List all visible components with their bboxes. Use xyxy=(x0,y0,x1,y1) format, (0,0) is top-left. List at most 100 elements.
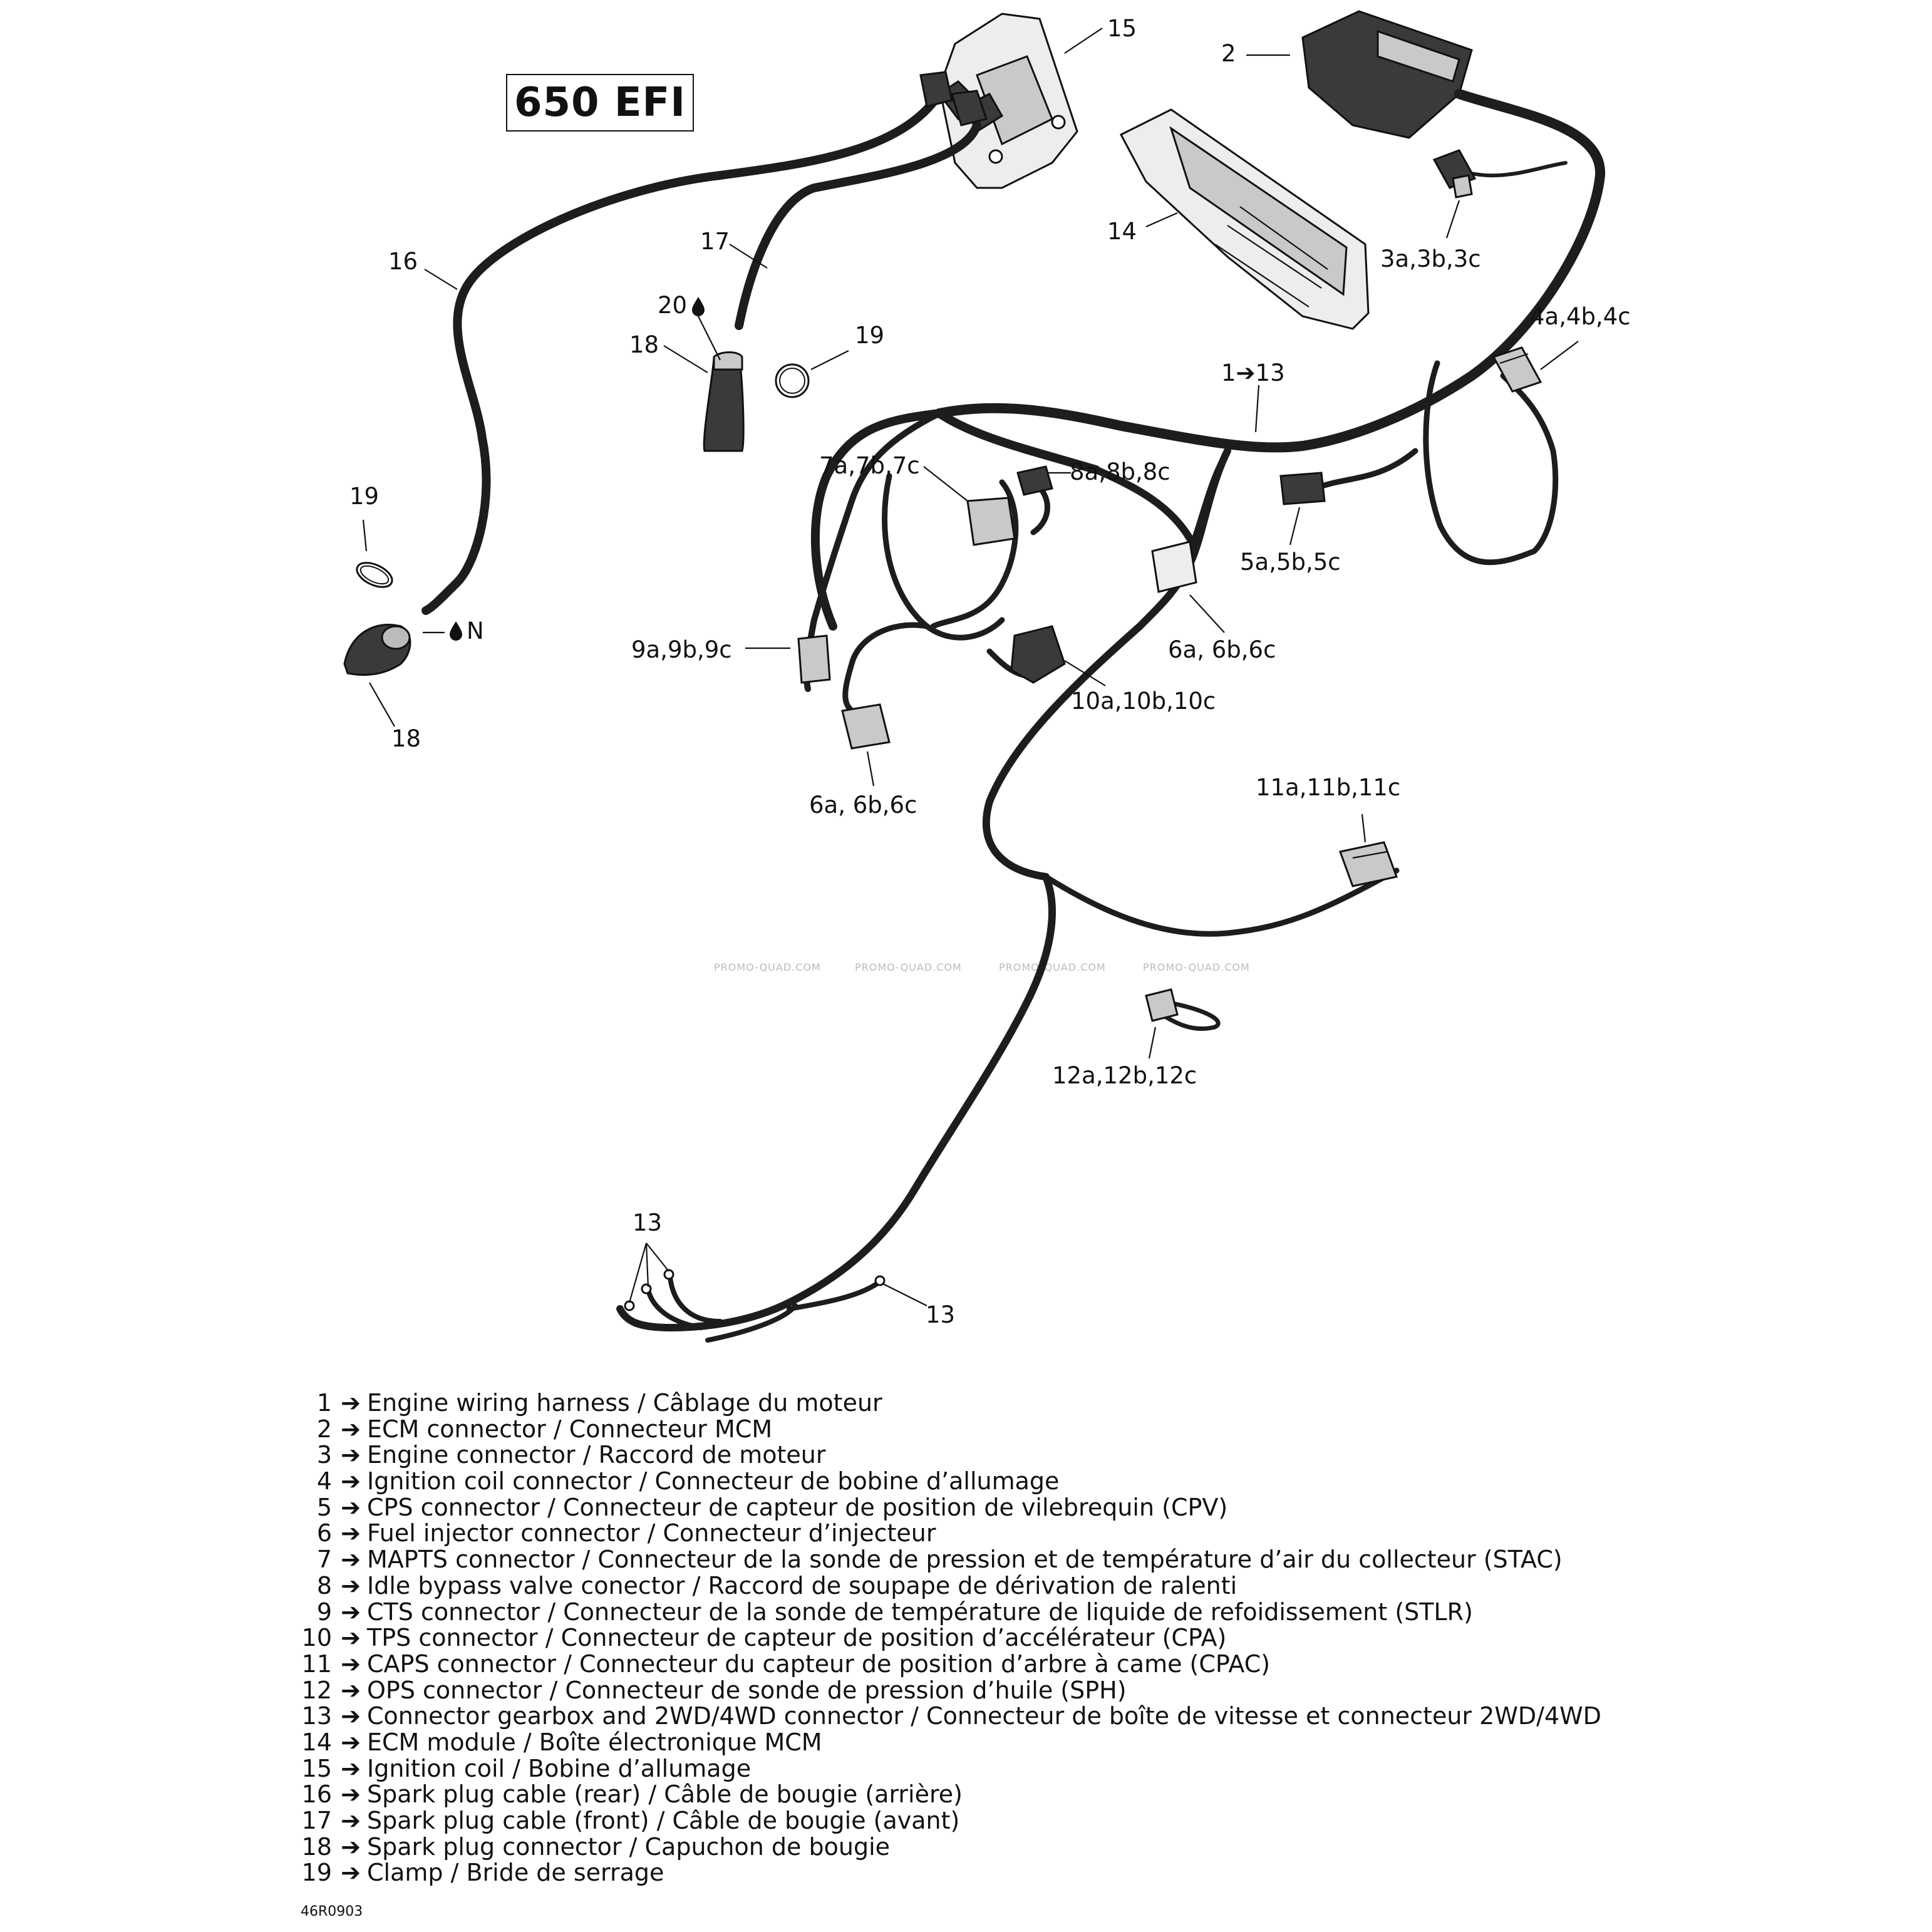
caps-connector-11 xyxy=(1339,841,1398,887)
callout-9: 9a,9b,9c xyxy=(631,636,732,663)
legend-number: 5 xyxy=(316,1493,332,1521)
callout-11: 11a,11b,11c xyxy=(1256,774,1400,801)
legend-description: Clamp / Bride de serrage xyxy=(367,1859,664,1887)
legend-number: 19 xyxy=(301,1859,332,1887)
arrow-icon: ➔ xyxy=(341,1519,361,1547)
legend-number: 13 xyxy=(301,1702,332,1730)
legend-number: 15 xyxy=(301,1754,332,1782)
legend-description: Spark plug cable (front) / Câble de boug… xyxy=(367,1807,960,1834)
legend-number: 2 xyxy=(316,1415,332,1443)
legend-description: ECM module / Boîte électronique MCM xyxy=(367,1728,822,1756)
arrow-icon: ➔ xyxy=(341,1728,361,1756)
legend-row: 3 ➔Engine connector / Raccord de moteur xyxy=(263,1441,1866,1469)
oil-drop-icon-n xyxy=(450,621,462,641)
legend-row: 6 ➔Fuel injector connector / Connecteur d… xyxy=(263,1519,1866,1547)
legend-description: Spark plug connector / Capuchon de bougi… xyxy=(367,1832,891,1861)
mapts-connector-7 xyxy=(966,497,1016,546)
ignition-coil xyxy=(938,13,1078,189)
legend-row: 10➔TPS connector / Connecteur de capteur… xyxy=(263,1624,1866,1652)
ecm-module xyxy=(1119,108,1370,330)
parts-legend: 1➔Engine wiring harness / Câblage du mot… xyxy=(263,1389,1866,1887)
callout-5: 5a,5b,5c xyxy=(1240,549,1341,576)
gearbox-terminals-13 xyxy=(624,1269,886,1311)
cps-connector-5 xyxy=(1279,472,1326,505)
leader-lines xyxy=(362,28,1579,1306)
ignition-coil-connector-4 xyxy=(1492,346,1542,393)
callout-14: 14 xyxy=(1107,218,1137,245)
callout-12: 12a,12b,12c xyxy=(1052,1062,1197,1089)
legend-description: Ignition coil connector / Connecteur de … xyxy=(367,1467,1060,1495)
callout-17: 17 xyxy=(700,228,730,255)
watermark-strip: PROMO-QUAD.COM PROMO-QUAD.COM PROMO-QUAD… xyxy=(714,961,1250,973)
callout-15: 15 xyxy=(1107,15,1137,42)
arrow-icon: ➔ xyxy=(341,1702,361,1730)
spark-plug-cables xyxy=(421,71,988,615)
callout-7: 7a,7b,7c xyxy=(819,452,920,479)
arrow-icon: ➔ xyxy=(341,1676,361,1704)
callout-13-right: 13 xyxy=(926,1301,955,1328)
callout-3: 3a,3b,3c xyxy=(1380,245,1481,272)
spark-plug-connector-front xyxy=(703,351,745,452)
arrow-icon: ➔ xyxy=(341,1598,361,1626)
callout-n: N xyxy=(467,617,484,644)
legend-row: 14 ➔ECM module / Boîte électronique MCM xyxy=(263,1728,1866,1756)
callout-20: 20 xyxy=(658,292,687,319)
arrow-icon: ➔ xyxy=(341,1441,361,1469)
callout-2: 2 xyxy=(1221,40,1236,67)
arrow-icon: ➔ xyxy=(341,1467,361,1495)
legend-row: 9 ➔CTS connector / Connecteur de la sonde… xyxy=(263,1598,1866,1626)
idle-bypass-valve-connector-8 xyxy=(1016,465,1053,496)
legend-row: 17➔Spark plug cable (front) / Câble de b… xyxy=(263,1807,1866,1834)
watermark-4: PROMO-QUAD.COM xyxy=(1143,961,1250,973)
legend-description: ECM connector / Connecteur MCM xyxy=(367,1415,773,1443)
watermark-2: PROMO-QUAD.COM xyxy=(855,961,962,973)
legend-description: TPS connector / Connecteur de capteur de… xyxy=(367,1624,1227,1652)
arrow-icon: ➔ xyxy=(341,1859,361,1887)
legend-row: 15➔Ignition coil / Bobine d’allumage xyxy=(263,1754,1866,1782)
clamp-left xyxy=(356,562,393,588)
watermark-1: PROMO-QUAD.COM xyxy=(714,961,821,973)
arrow-icon: ➔ xyxy=(341,1624,361,1652)
spark-plug-connector-rear xyxy=(343,624,411,676)
arrow-icon: ➔ xyxy=(341,1546,361,1574)
callout-10: 10a,10b,10c xyxy=(1071,688,1216,715)
callout-labels: 15 2 14 3a,3b,3c 4a,4b,4c 1➔13 16 17 20 … xyxy=(349,15,1631,1328)
legend-number: 4 xyxy=(316,1467,332,1495)
legend-number: 9 xyxy=(316,1598,332,1626)
legend-row: 7➔MAPTS connector / Connecteur de la son… xyxy=(263,1546,1866,1574)
legend-row: 8➔Idle bypass valve conector / Raccord d… xyxy=(263,1572,1866,1599)
model-title-box: 650 EFI xyxy=(506,74,694,132)
arrow-icon: ➔ xyxy=(341,1415,361,1443)
legend-number: 17 xyxy=(301,1807,332,1834)
tps-connector-10 xyxy=(1010,625,1066,684)
callout-1-to-13: 1➔13 xyxy=(1221,359,1285,386)
legend-description: Fuel injector connector / Connecteur d’i… xyxy=(367,1519,936,1547)
arrow-icon: ➔ xyxy=(341,1650,361,1678)
legend-description: Ignition coil / Bobine d’allumage xyxy=(367,1754,752,1782)
cts-connector-9 xyxy=(797,634,831,684)
legend-number: 6 xyxy=(316,1519,332,1547)
legend-row: 19 ➔Clamp / Bride de serrage xyxy=(263,1859,1866,1887)
callout-18-front: 18 xyxy=(629,331,659,358)
legend-number: 11 xyxy=(301,1650,332,1678)
legend-description: CPS connector / Connecteur de capteur de… xyxy=(367,1493,1228,1521)
main-harness xyxy=(616,89,1606,1343)
legend-description: Connector gearbox and 2WD/4WD connector … xyxy=(367,1702,1601,1730)
oil-drop-icon xyxy=(692,297,705,316)
drawing-reference: 46R0903 xyxy=(301,1904,363,1919)
callout-13-left: 13 xyxy=(633,1209,662,1236)
arrow-icon: ➔ xyxy=(341,1780,361,1809)
callout-8: 8a,8b,8c xyxy=(1070,458,1170,485)
legend-number: 14 xyxy=(301,1728,332,1756)
arrow-icon: ➔ xyxy=(341,1389,361,1417)
legend-description: CTS connector / Connecteur de la sonde d… xyxy=(367,1598,1473,1626)
legend-description: Spark plug cable (rear) / Câble de bougi… xyxy=(367,1780,963,1809)
callout-19-right: 19 xyxy=(855,322,884,349)
legend-number: 1 xyxy=(316,1389,332,1417)
legend-description: Engine connector / Raccord de moteur xyxy=(367,1441,826,1469)
watermark-3: PROMO-QUAD.COM xyxy=(999,961,1106,973)
legend-number: 3 xyxy=(316,1441,332,1469)
callout-19-left: 19 xyxy=(349,483,379,510)
model-title: 650 EFI xyxy=(514,80,686,126)
